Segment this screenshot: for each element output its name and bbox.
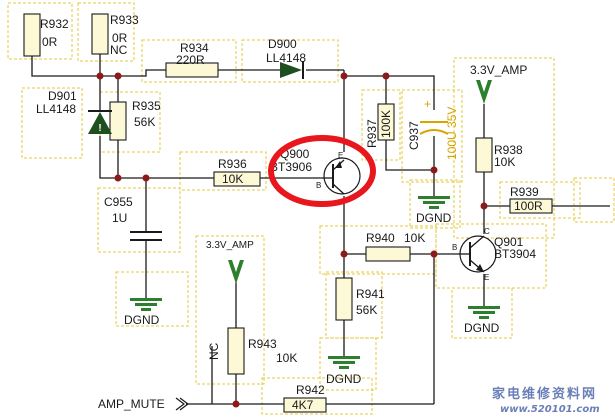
d900-value: LL4148 xyxy=(266,51,306,65)
q900-pin-e: E xyxy=(338,151,343,160)
r933-value: 0R xyxy=(112,31,128,45)
power-3v3-amp-left: 3.3V_AMP xyxy=(206,240,254,284)
ground-c955: DGND xyxy=(124,290,162,327)
q901-pin-c: C xyxy=(484,227,490,236)
c937-value: 100U 35V xyxy=(445,107,459,160)
resistor-r933: R933 0R NC xyxy=(91,13,139,57)
q901-pin-e: E xyxy=(484,273,489,282)
watermark: 家电维修资料网 www.520101.com xyxy=(492,386,600,415)
transistor-q900: E B Q900 BT3906 xyxy=(270,147,361,195)
r941-value: 56K xyxy=(356,303,377,317)
resistor-r936: R936 10K xyxy=(213,157,261,187)
d900-ref: D900 xyxy=(268,37,297,51)
c937-ref: C937 xyxy=(407,121,421,150)
r942-ref: R942 xyxy=(296,383,325,397)
resistor-r932: R932 0R xyxy=(23,13,69,57)
resistor-r941: R941 56K xyxy=(335,277,385,321)
power-label-right: 3.3V_AMP xyxy=(470,63,527,77)
r937-ref: R937 xyxy=(365,119,379,148)
ground-label-4: DGND xyxy=(464,321,500,335)
r934-ref: R934 xyxy=(180,41,209,55)
r932-ref: R932 xyxy=(40,17,69,31)
r943-value: 10K xyxy=(276,351,297,365)
q901-value: BT3904 xyxy=(494,247,536,261)
r939-value: 100R xyxy=(514,199,543,213)
highlight-ring-q900 xyxy=(268,135,376,207)
r941-ref: R941 xyxy=(356,287,385,301)
ground-label-2: DGND xyxy=(416,211,452,225)
resistor-r942: R942 4K7 xyxy=(283,383,327,413)
r935-ref: R935 xyxy=(132,99,161,113)
resistor-r934: R934 220R xyxy=(165,41,219,78)
diode-d901: ! D901 LL4148 xyxy=(36,89,112,134)
capacitor-c955: C955 1U xyxy=(104,195,162,241)
q900-pin-b: B xyxy=(316,181,321,190)
amp-mute-label: AMP_MUTE xyxy=(98,397,165,411)
ground-r941: DGND xyxy=(326,356,362,386)
q900-value: BT3906 xyxy=(270,160,312,174)
r936-value: 10K xyxy=(222,172,243,186)
q900-ref: Q900 xyxy=(280,147,310,161)
ground-label-3: DGND xyxy=(326,372,362,386)
resistor-r935: R935 56K xyxy=(109,99,161,141)
capacitor-c937: + C937 100U 35V xyxy=(407,97,459,160)
resistor-r938: R938 10K xyxy=(475,137,523,173)
resistor-r940: R940 10K xyxy=(365,231,425,262)
c937-plus-icon: + xyxy=(424,97,431,111)
r938-ref: R938 xyxy=(494,143,523,157)
signal-amp-mute: AMP_MUTE xyxy=(98,397,189,411)
resistor-r939: R939 100R xyxy=(509,185,553,214)
r940-ref: R940 xyxy=(366,231,395,245)
q901-pin-b: B xyxy=(452,243,457,252)
r937-value: 100K xyxy=(379,110,393,138)
c955-value: 1U xyxy=(112,211,127,225)
q901-ref: Q901 xyxy=(494,235,524,249)
r935-value: 56K xyxy=(134,115,155,129)
r939-ref: R939 xyxy=(510,185,539,199)
watermark-url: www.520101.com xyxy=(500,404,600,415)
ground-label-1: DGND xyxy=(124,313,160,327)
r932-value: 0R xyxy=(42,35,58,49)
ground-c937: DGND xyxy=(416,196,452,225)
junction-dots xyxy=(96,72,488,408)
diode-d900: D900 LL4148 xyxy=(266,37,306,79)
component-outlines xyxy=(7,2,615,415)
r942-value: 4K7 xyxy=(292,398,314,412)
watermark-text: 家电维修资料网 xyxy=(492,386,597,402)
transistor-q901: C B E Q901 BT3904 xyxy=(452,227,536,282)
ground-q901: DGND xyxy=(464,306,500,335)
resistor-r943: R943 10K NC xyxy=(207,327,297,375)
d901-ref: D901 xyxy=(48,89,77,103)
r933-ref: R933 xyxy=(110,13,139,27)
d901-value: LL4148 xyxy=(36,102,76,116)
r943-ref: R943 xyxy=(248,337,277,351)
r936-ref: R936 xyxy=(218,157,247,171)
r940-value: 10K xyxy=(404,231,425,245)
r943-note: NC xyxy=(207,342,221,360)
d901-warning-mark: ! xyxy=(98,123,101,134)
r934-value: 220R xyxy=(176,53,205,67)
power-label-left: 3.3V_AMP xyxy=(206,240,254,251)
resistor-r937: R937 100K xyxy=(365,103,395,148)
r938-value: 10K xyxy=(494,155,515,169)
power-3v3-amp-right: 3.3V_AMP xyxy=(470,63,527,104)
c955-ref: C955 xyxy=(104,195,133,209)
r933-note: NC xyxy=(110,43,128,57)
